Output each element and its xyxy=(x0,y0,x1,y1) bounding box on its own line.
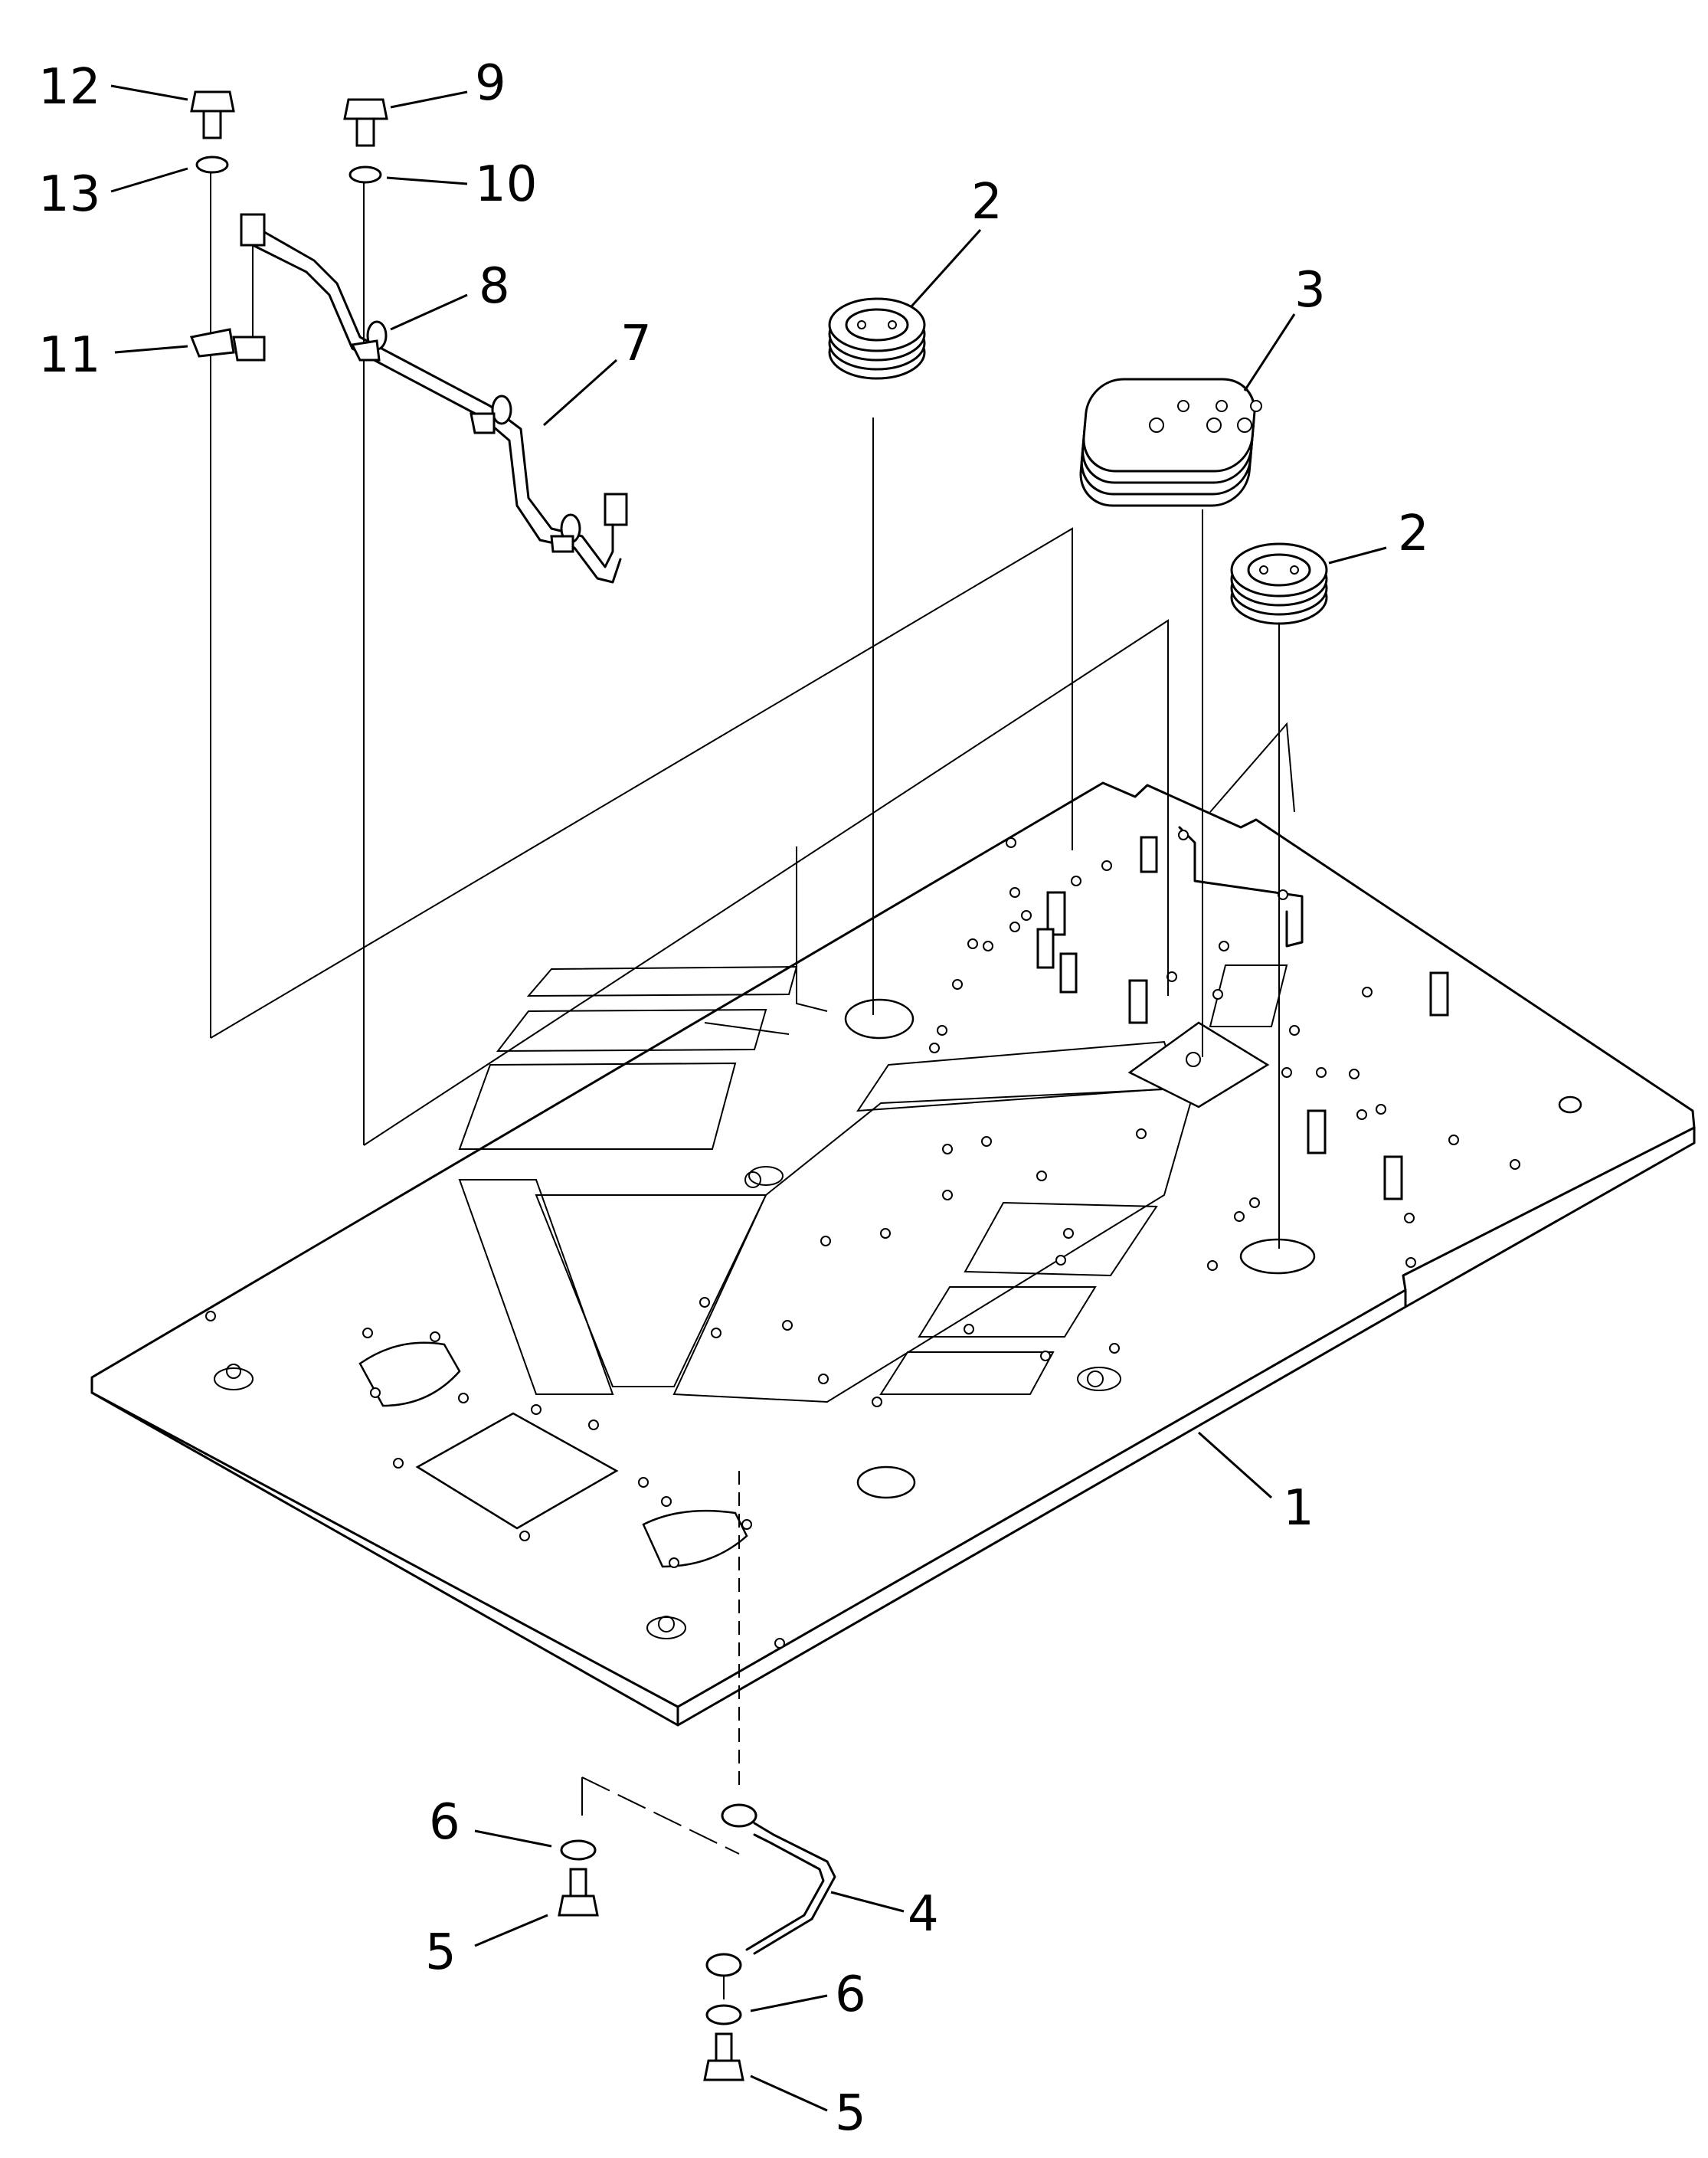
callout-5-lower: 5 xyxy=(835,2085,866,2142)
washer-6-lower xyxy=(705,2004,742,2025)
callout-2-right: 2 xyxy=(1398,506,1429,562)
callout-2-upper: 2 xyxy=(971,174,1003,231)
leader-frame-lines xyxy=(210,527,1295,1146)
callout-labels: 12 13 11 9 10 8 7 2 3 2 1 4 6 5 6 5 xyxy=(38,55,1429,2142)
callout-6-upper: 6 xyxy=(429,1794,460,1851)
callout-9: 9 xyxy=(475,55,506,112)
floor-plate xyxy=(90,781,1696,1727)
washer-10 xyxy=(348,165,382,184)
ground-cable xyxy=(705,1803,836,1977)
callout-6-lower: 6 xyxy=(835,1966,866,2023)
washer-6-upper xyxy=(560,1839,597,1861)
grommet-3 xyxy=(1079,378,1262,507)
callout-3: 3 xyxy=(1294,262,1326,319)
callout-1: 1 xyxy=(1283,1480,1314,1537)
callout-11: 11 xyxy=(38,327,100,384)
callout-4: 4 xyxy=(908,1886,939,1943)
bolt-5-upper xyxy=(558,1868,599,1917)
callout-5-upper: 5 xyxy=(425,1924,456,1981)
grommet-2-left xyxy=(828,297,926,380)
grommet-2-right xyxy=(1230,542,1328,625)
bolt-5-lower xyxy=(703,2032,744,2081)
bolt-9 xyxy=(343,98,388,147)
bolt-holes xyxy=(205,830,1520,1649)
bolt-12 xyxy=(190,90,235,139)
callout-7: 7 xyxy=(620,316,652,372)
callout-leaders xyxy=(110,84,1387,2112)
wire-harness xyxy=(189,213,628,584)
callout-10: 10 xyxy=(475,156,537,213)
washer-13 xyxy=(195,156,229,174)
callout-8: 8 xyxy=(479,258,510,315)
callout-13: 13 xyxy=(38,166,100,223)
assembly-lines xyxy=(210,172,1280,1999)
callout-12: 12 xyxy=(38,59,100,116)
standoff-posts xyxy=(1036,836,1449,1200)
